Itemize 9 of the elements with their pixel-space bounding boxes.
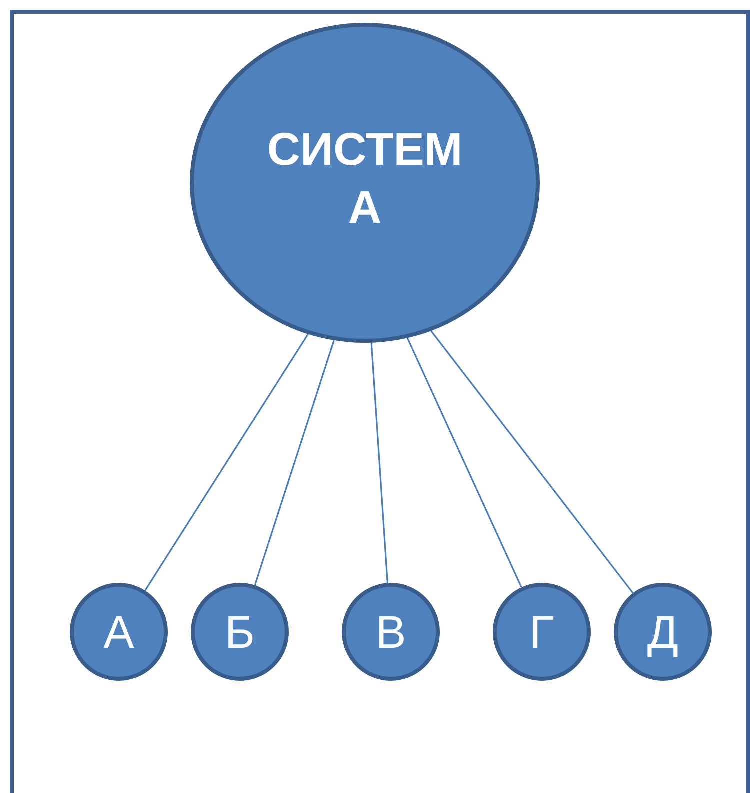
connector-line: [370, 342, 389, 584]
node-label: Б: [224, 605, 256, 659]
node-label: Д: [647, 605, 679, 659]
connector-line: [406, 338, 522, 588]
node-label: А: [104, 605, 134, 659]
node-label: В: [376, 605, 406, 659]
connector-line: [254, 340, 335, 586]
node-label: Г: [530, 605, 554, 659]
node-label: СИСТЕМА: [266, 122, 464, 235]
